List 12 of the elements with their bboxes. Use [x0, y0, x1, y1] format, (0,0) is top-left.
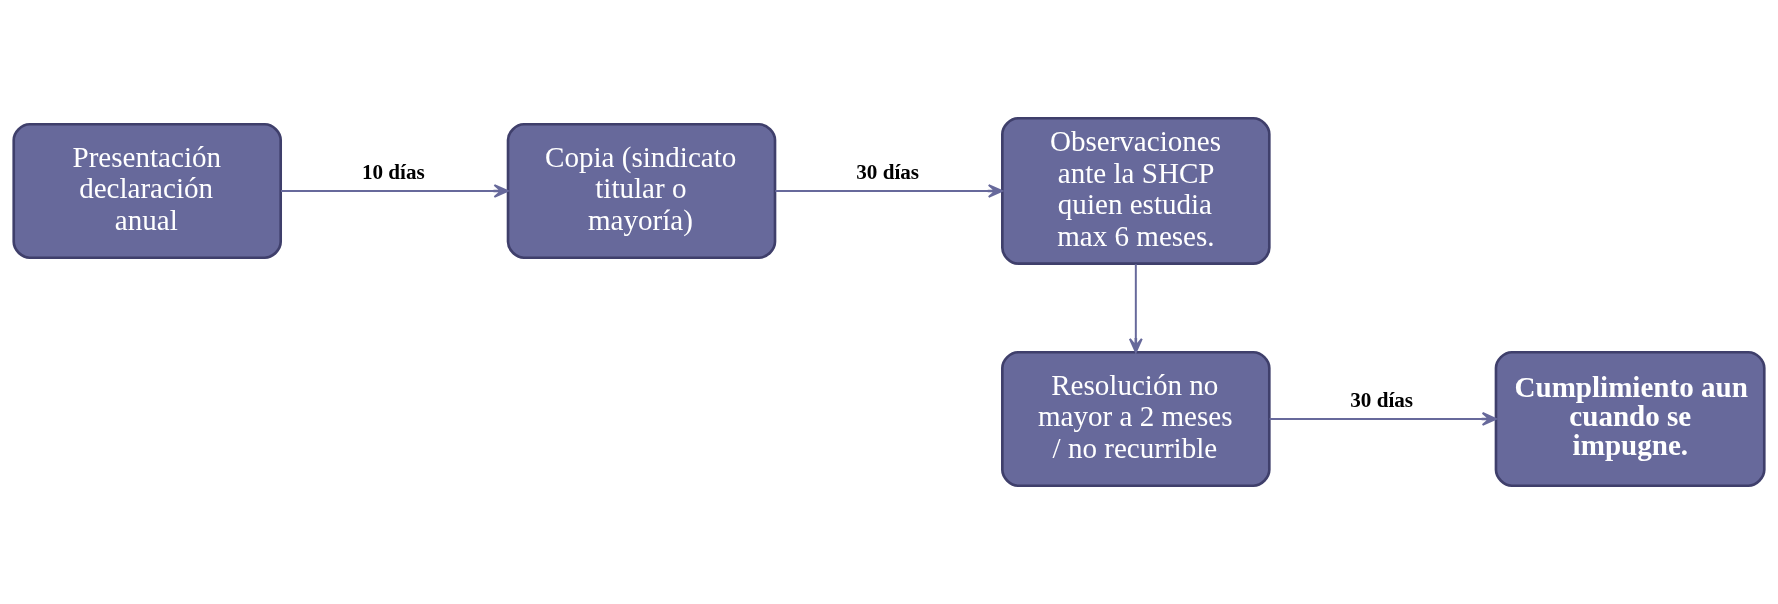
node-box: Observaciones ante la SHCP quien estudia max 6 meses. [1001, 116, 1271, 265]
node-box: Presentación declaración anual [12, 122, 282, 260]
edge-label: 30 días [856, 159, 920, 184]
arrow [774, 184, 1003, 198]
arrow [1128, 263, 1143, 354]
node-box: Cumplimiento aun cuando se impugne. [1494, 350, 1766, 488]
arrow [280, 184, 509, 198]
node-box: Copia (sindicato titular o mayoría) [506, 122, 777, 260]
node-box: Resolución no mayor a 2 meses / no recurrible [1001, 350, 1271, 488]
edge-label: 10 días [361, 159, 425, 184]
arrow [1268, 412, 1497, 426]
edge-label: 30 días [1350, 387, 1414, 412]
